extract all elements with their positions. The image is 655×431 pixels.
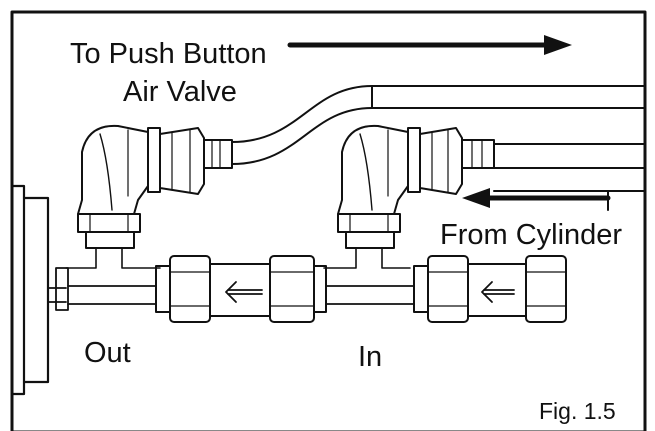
mounting-plate: [10, 184, 50, 396]
tube-bundle: [231, 85, 646, 211]
left-arrow-icon: [225, 281, 263, 303]
right-arrow-icon: [287, 35, 572, 55]
left-arrow-icon: [462, 188, 611, 208]
figure-caption: Fig. 1.5: [539, 398, 616, 424]
label-air-valve: Air Valve: [123, 76, 237, 108]
label-from-cylinder: From Cylinder: [440, 219, 623, 251]
label-to-push-button: To Push Button: [70, 38, 267, 70]
label-out: Out: [84, 337, 131, 369]
left-elbow-fitting: [65, 124, 233, 269]
right-check-valve: [413, 255, 567, 323]
right-elbow-fitting: [323, 124, 495, 269]
left-arrow-icon: [481, 281, 515, 303]
main-pipe: [47, 267, 415, 311]
label-in: In: [358, 341, 383, 373]
left-check-valve: [155, 255, 327, 323]
